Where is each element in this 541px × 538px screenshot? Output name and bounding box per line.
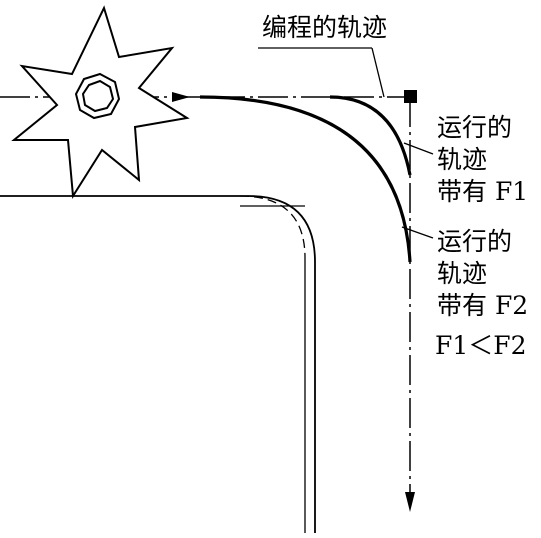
label-f1-lt-f2: F1＜F2: [435, 331, 527, 360]
label-f2-line3: 带有 F2: [437, 291, 528, 320]
cutter-hub-inner: [81, 79, 115, 113]
label-f2-line1: 运行的: [437, 227, 512, 256]
label-f1-line1: 运行的: [437, 113, 512, 142]
direction-arrow-horizontal: [172, 92, 190, 102]
workpiece-dashed-contour: [239, 195, 306, 259]
label-f1-line2: 轨迹: [437, 145, 487, 174]
label-f2-line2: 轨迹: [437, 259, 487, 288]
milling-cutter-icon: [11, 5, 190, 200]
direction-arrow-vertical: [405, 492, 415, 512]
square-marker-icon: [404, 90, 417, 103]
leader-f1: [403, 142, 434, 155]
label-f1-line3: 带有 F1: [437, 177, 528, 206]
label-programmed-path: 编程的轨迹: [262, 13, 387, 42]
leader-f2: [401, 226, 434, 239]
workpiece-outline: [0, 195, 316, 533]
actual-path-f2: [199, 95, 412, 263]
leader-programmed-path: [371, 47, 385, 98]
actual-path-f1: [329, 95, 412, 176]
